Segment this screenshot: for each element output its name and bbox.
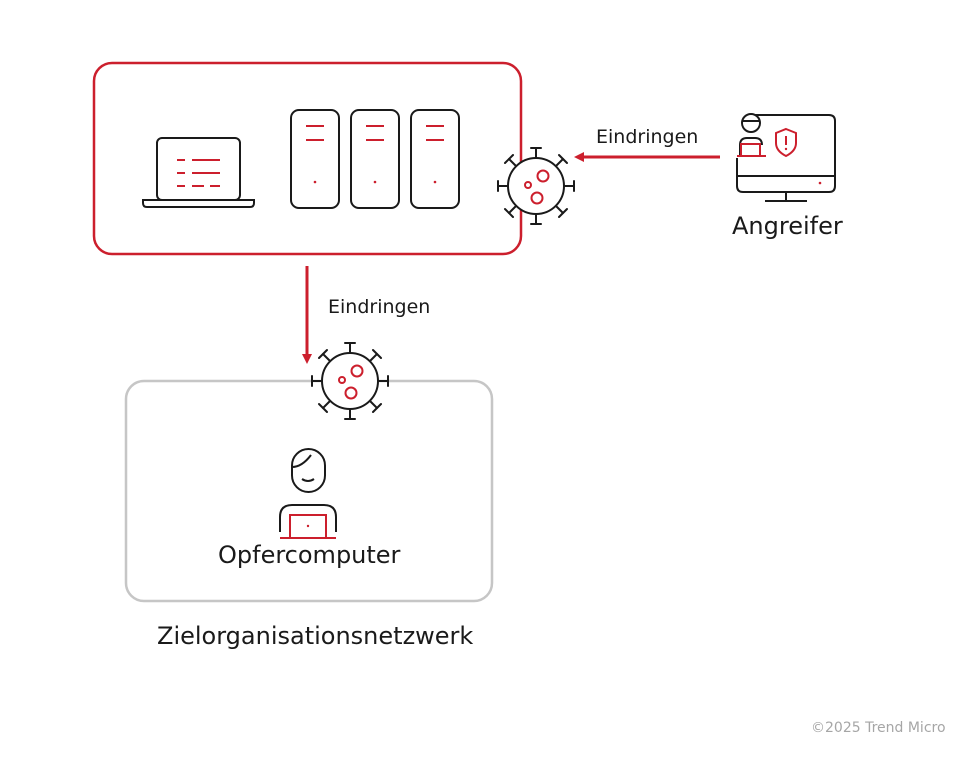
laptop-icon	[142, 137, 255, 208]
group-label-target-network: Zielorganisationsnetzwerk	[157, 622, 474, 650]
copyright-footer: ©2025 Trend Micro	[811, 720, 946, 736]
edge-label-attacker-to-servers: Eindringen	[596, 126, 699, 148]
edge-label-servers-to-victim: Eindringen	[328, 296, 431, 318]
hacker-monitor-icon	[736, 113, 836, 202]
compromised-network-box	[92, 61, 523, 256]
target-network-box	[124, 379, 494, 603]
virus-icon	[497, 147, 575, 225]
server-icon	[350, 109, 400, 209]
shield-alert-icon	[775, 127, 797, 158]
node-label-victim: Opfercomputer	[218, 541, 401, 569]
server-icon	[410, 109, 460, 209]
node-label-attacker: Angreifer	[732, 212, 843, 240]
user-laptop-icon	[279, 448, 337, 539]
server-icon	[290, 109, 340, 209]
virus-icon	[311, 342, 389, 420]
